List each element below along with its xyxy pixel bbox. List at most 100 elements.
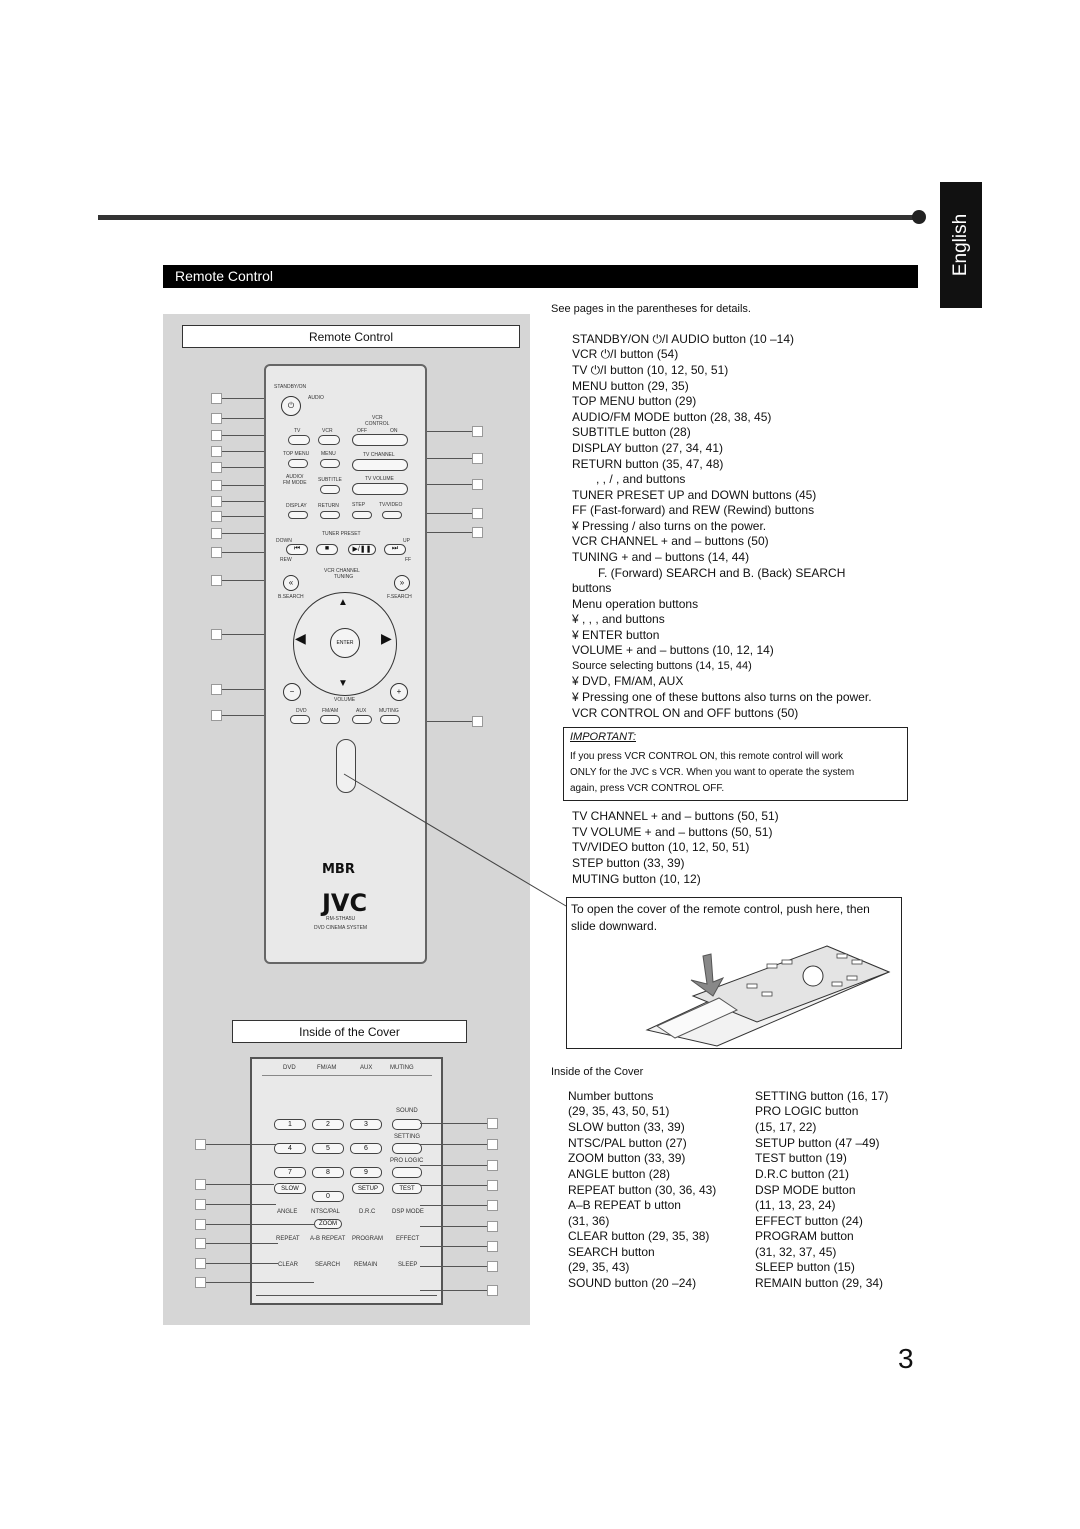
number-8-button[interactable]: 8	[312, 1167, 344, 1178]
arrow-right-icon[interactable]: ▶	[381, 630, 392, 646]
item-vcr-channel: VCR CHANNEL + and – buttons (50)	[572, 534, 769, 548]
item-step: STEP button (33, 39)	[572, 856, 685, 870]
dvd-button[interactable]	[290, 715, 310, 724]
step-button[interactable]	[352, 511, 372, 519]
leader-line	[400, 513, 472, 514]
rewind-button[interactable]: ⏮	[286, 544, 308, 555]
test-button[interactable]: TEST	[392, 1183, 422, 1194]
important-line-3: again, press VCR CONTROL OFF.	[570, 783, 725, 794]
tv-volume-rocker[interactable]	[352, 483, 408, 495]
important-box: IMPORTANT: If you press VCR CONTROL ON, …	[563, 727, 908, 801]
zoom-button[interactable]: ZOOM	[314, 1219, 342, 1229]
angle-label: ANGLE	[277, 1209, 298, 1215]
inside-divider	[262, 1075, 432, 1076]
number-4-button[interactable]: 4	[274, 1143, 306, 1154]
arrow-down-icon[interactable]: ▼	[338, 678, 348, 689]
leader-line	[206, 1243, 278, 1244]
item-source-select: Source selecting buttons (14, 15, 44)	[572, 660, 752, 672]
arrow-up-icon[interactable]: ▲	[338, 597, 348, 608]
item-sources: ¥ DVD, FM/AM, AUX	[572, 674, 684, 688]
vcr-on-label: ON	[390, 428, 398, 434]
standby-power-button[interactable]: ⏻	[281, 396, 301, 416]
sound-button[interactable]	[392, 1119, 422, 1130]
leader-line	[222, 435, 294, 436]
item-standby: STANDBY/ON ⏻/I AUDIO button (10 –14)	[572, 332, 795, 346]
tv-channel-rocker[interactable]	[352, 459, 408, 471]
setup-button[interactable]: SETUP	[352, 1183, 384, 1194]
volume-down-button[interactable]: −	[283, 683, 301, 701]
leader-line	[222, 552, 284, 553]
leader-line	[420, 1165, 487, 1166]
callout-marker	[211, 629, 222, 640]
col2-line-8: (11, 13, 23, 24)	[755, 1198, 836, 1212]
mbr-logo: MBR	[322, 862, 355, 877]
leader-line	[420, 1266, 487, 1267]
item-tv-channel: TV CHANNEL + and – buttons (50, 51)	[572, 809, 779, 823]
callout-marker	[211, 575, 222, 586]
inside-cover-title: Inside of the Cover	[551, 1066, 644, 1078]
pro-logic-button[interactable]	[392, 1167, 422, 1178]
col1-line-12: (29, 35, 43)	[568, 1260, 630, 1274]
ntsc-pal-label: NTSC/PAL	[311, 1209, 340, 1215]
number-3-button[interactable]: 3	[350, 1119, 382, 1130]
tip-line-1: To open the cover of the remote control,…	[571, 902, 870, 916]
setting-button[interactable]	[392, 1143, 422, 1154]
callout-marker	[211, 430, 222, 441]
tuning-down-button[interactable]: «	[283, 575, 299, 591]
leader-line	[222, 451, 302, 452]
tuning-up-button[interactable]: »	[394, 575, 410, 591]
cover-latch[interactable]	[336, 739, 356, 793]
fast-forward-button[interactable]: ⏭	[384, 544, 406, 555]
volume-up-button[interactable]: +	[390, 683, 408, 701]
dsp-mode-label: DSP MODE	[392, 1209, 424, 1215]
tv-label: TV	[294, 428, 301, 434]
muting-label: MUTING	[379, 708, 399, 714]
menu-button[interactable]	[320, 459, 340, 468]
col1-line-1: Number buttons	[568, 1089, 654, 1103]
muting-button[interactable]	[380, 715, 400, 724]
subtitle-button[interactable]	[320, 485, 340, 494]
number-1-button[interactable]: 1	[274, 1119, 306, 1130]
item-tv-volume: TV VOLUME + and – buttons (50, 51)	[572, 825, 773, 839]
number-9-button[interactable]: 9	[350, 1167, 382, 1178]
stop-button[interactable]: ■	[316, 544, 338, 555]
menu-label: MENU	[321, 451, 336, 457]
callout-marker	[487, 1180, 498, 1191]
enter-button[interactable]: ENTER	[330, 628, 360, 658]
leader-line	[222, 418, 284, 419]
callout-marker	[195, 1277, 206, 1288]
number-2-button[interactable]: 2	[312, 1119, 344, 1130]
tv-power-button[interactable]	[288, 435, 310, 445]
vcr-control-button[interactable]	[352, 434, 408, 446]
display-button[interactable]	[288, 511, 308, 519]
col1-line-10: CLEAR button (29, 35, 38)	[568, 1229, 710, 1243]
control-label: CONTROL	[365, 421, 390, 427]
play-pause-button[interactable]: ▶/❚❚	[348, 544, 376, 555]
aux-button[interactable]	[352, 715, 372, 724]
tv-video-button[interactable]	[382, 511, 402, 519]
slow-button[interactable]: SLOW	[274, 1183, 306, 1194]
leader-line	[408, 458, 472, 459]
vcr-channel-label: VCR CHANNEL	[324, 568, 360, 574]
item-vcr-control: VCR CONTROL ON and OFF buttons (50)	[572, 706, 799, 720]
top-menu-button[interactable]	[288, 459, 308, 468]
fm-am-button[interactable]	[320, 715, 340, 724]
drc-label: D.R.C	[359, 1209, 376, 1215]
number-0-button[interactable]: 0	[312, 1191, 344, 1202]
number-7-button[interactable]: 7	[274, 1167, 306, 1178]
inside-cover-remote: DVD FM/AM AUX MUTING SOUND 1 2 3 SETTING…	[250, 1057, 443, 1305]
callout-marker	[195, 1258, 206, 1269]
b-search-label: B.SEARCH	[278, 594, 304, 600]
return-button[interactable]	[320, 511, 340, 519]
arrow-left-icon[interactable]: ◀	[295, 630, 306, 646]
item-return: RETURN button (35, 47, 48)	[572, 457, 724, 471]
ff-label: FF	[405, 557, 412, 563]
number-5-button[interactable]: 5	[312, 1143, 344, 1154]
col2-line-1: SETTING button (16, 17)	[755, 1089, 889, 1103]
number-6-button[interactable]: 6	[350, 1143, 382, 1154]
vcr-power-button[interactable]	[318, 435, 340, 445]
section-header: Remote Control	[163, 265, 918, 288]
callout-marker	[211, 480, 222, 491]
col2-line-10: PROGRAM button	[755, 1229, 854, 1243]
callout-marker	[487, 1241, 498, 1252]
